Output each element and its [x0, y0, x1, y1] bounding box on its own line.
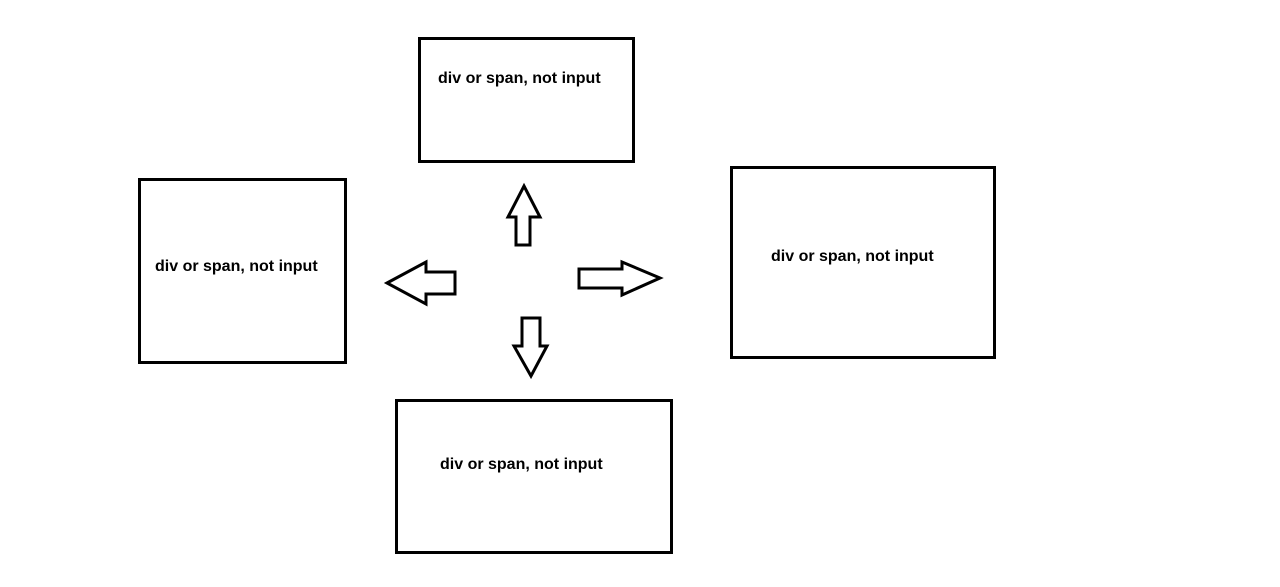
arrow-right-icon	[577, 259, 664, 298]
box-bottom: div or span, not input	[395, 399, 673, 554]
arrow-up-icon	[505, 182, 543, 247]
arrow-left-icon	[383, 259, 457, 307]
box-left: div or span, not input	[138, 178, 347, 364]
box-bottom-label: div or span, not input	[440, 456, 603, 473]
box-right-label: div or span, not input	[771, 248, 934, 265]
box-right: div or span, not input	[730, 166, 996, 359]
box-top-label: div or span, not input	[438, 70, 601, 87]
box-left-label: div or span, not input	[155, 258, 318, 275]
arrow-down-icon	[511, 316, 550, 380]
box-top: div or span, not input	[418, 37, 635, 163]
